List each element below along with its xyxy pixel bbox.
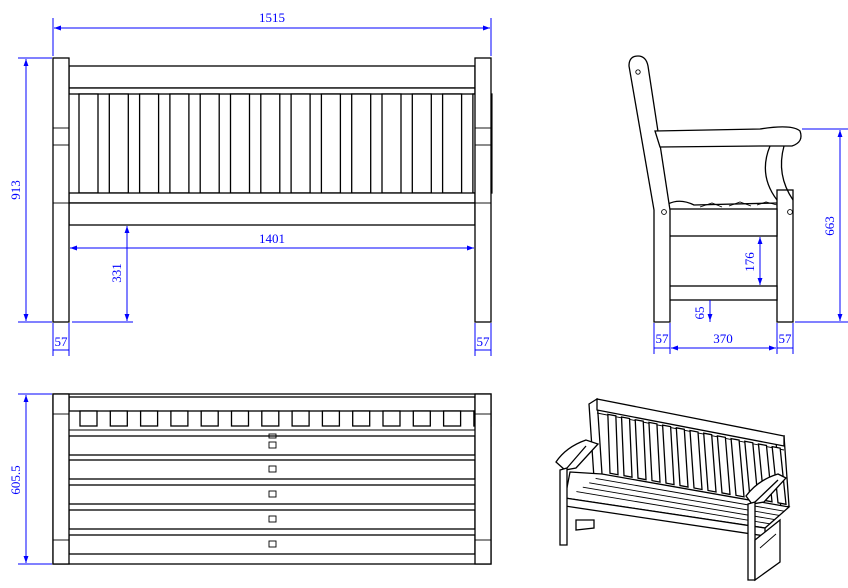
back-slat xyxy=(229,93,251,194)
iso-back-slat xyxy=(689,429,703,491)
isometric-view xyxy=(555,397,791,582)
iso-back-slat xyxy=(607,413,619,476)
dimension-overall-width: 1515 xyxy=(52,10,492,56)
front-view: 1515 913 1401 331 57 xyxy=(8,10,493,356)
slat-end xyxy=(412,410,431,427)
slat-joint xyxy=(268,433,277,439)
seat-slat xyxy=(68,459,476,480)
iso-back-slat xyxy=(675,427,689,488)
iso-back-slat xyxy=(620,416,633,478)
slat-end xyxy=(79,410,98,427)
top-view: 605.5 xyxy=(8,393,492,565)
iso-back-slat xyxy=(716,435,731,496)
dim-label-rail-clearance: 65 xyxy=(692,307,707,320)
dim-label-front-leg-left: 57 xyxy=(55,334,69,349)
back-slat xyxy=(169,93,190,194)
dimension-seat-height: 331 xyxy=(72,226,133,323)
slat-end xyxy=(170,410,189,427)
front-view-right-leg xyxy=(474,57,492,323)
back-slat xyxy=(411,93,432,194)
back-slat xyxy=(320,93,342,194)
seat-slat xyxy=(68,534,476,555)
dim-label-seat-height: 331 xyxy=(109,263,124,283)
iso-back-slat xyxy=(648,421,661,483)
front-view-back-slats xyxy=(78,93,493,194)
back-slat xyxy=(199,93,220,194)
dimension-front-leg-right: 57 xyxy=(474,323,492,356)
top-view-seat-slats xyxy=(68,433,476,555)
iso-back-slat xyxy=(702,432,717,493)
dim-label-side-leg-back: 57 xyxy=(779,331,793,346)
slat-end xyxy=(261,410,280,427)
isometric-back-slats xyxy=(607,413,787,506)
slat-end xyxy=(442,410,462,427)
slat-end xyxy=(291,410,310,427)
dim-label-front-leg-right: 57 xyxy=(477,334,491,349)
slat-end xyxy=(352,410,371,427)
slat-end xyxy=(109,410,128,427)
back-slat xyxy=(381,93,402,194)
back-slat xyxy=(138,93,160,194)
slat-joint xyxy=(268,490,277,498)
slat-end xyxy=(200,410,219,427)
iso-seat-line xyxy=(582,486,775,521)
dim-label-overall-width: 1515 xyxy=(259,10,285,25)
front-view-left-leg xyxy=(52,57,70,323)
seat-slat xyxy=(68,509,476,530)
dim-label-overall-height: 913 xyxy=(8,180,23,200)
dim-label-side-depth: 370 xyxy=(713,331,733,346)
iso-seat-line xyxy=(576,491,770,525)
back-slat xyxy=(260,93,281,194)
dimension-rail-clearance: 65 xyxy=(692,300,713,322)
iso-back-slat xyxy=(730,437,745,498)
seat-slat xyxy=(68,435,476,456)
dim-label-seat-inner-width: 1401 xyxy=(259,231,285,246)
dimension-side-depth: 57 370 57 xyxy=(653,323,794,354)
slat-joint xyxy=(268,540,277,548)
dimension-front-leg-left: 57 xyxy=(52,323,70,356)
side-view: 663 176 65 57 370 57 xyxy=(628,55,848,354)
back-slat xyxy=(108,93,129,194)
dimension-seat-inner-width: 1401 xyxy=(70,231,474,251)
slat-end xyxy=(382,410,401,427)
back-slat xyxy=(351,93,372,194)
back-slat xyxy=(290,93,311,194)
slat-joint xyxy=(268,441,277,449)
dim-label-side-leg-front: 57 xyxy=(656,331,670,346)
slat-end xyxy=(321,410,341,427)
dimension-overall-height: 913 xyxy=(8,57,52,323)
slat-joint xyxy=(268,515,277,523)
dimension-arm-height: 663 xyxy=(795,128,848,323)
dimension-overall-depth: 605.5 xyxy=(8,393,52,565)
iso-back-slat xyxy=(661,424,675,486)
dimension-rail-height: 176 xyxy=(742,237,763,285)
slat-end xyxy=(139,410,159,427)
back-slat xyxy=(441,93,463,194)
back-slat xyxy=(78,93,99,194)
dim-label-overall-depth: 605.5 xyxy=(8,465,23,494)
seat-slat xyxy=(68,484,476,505)
slat-joint xyxy=(268,465,277,473)
dim-label-rail-height: 176 xyxy=(742,252,757,272)
dim-label-arm-height: 663 xyxy=(822,216,837,236)
iso-back-slat xyxy=(634,418,647,481)
slat-end xyxy=(230,410,250,427)
